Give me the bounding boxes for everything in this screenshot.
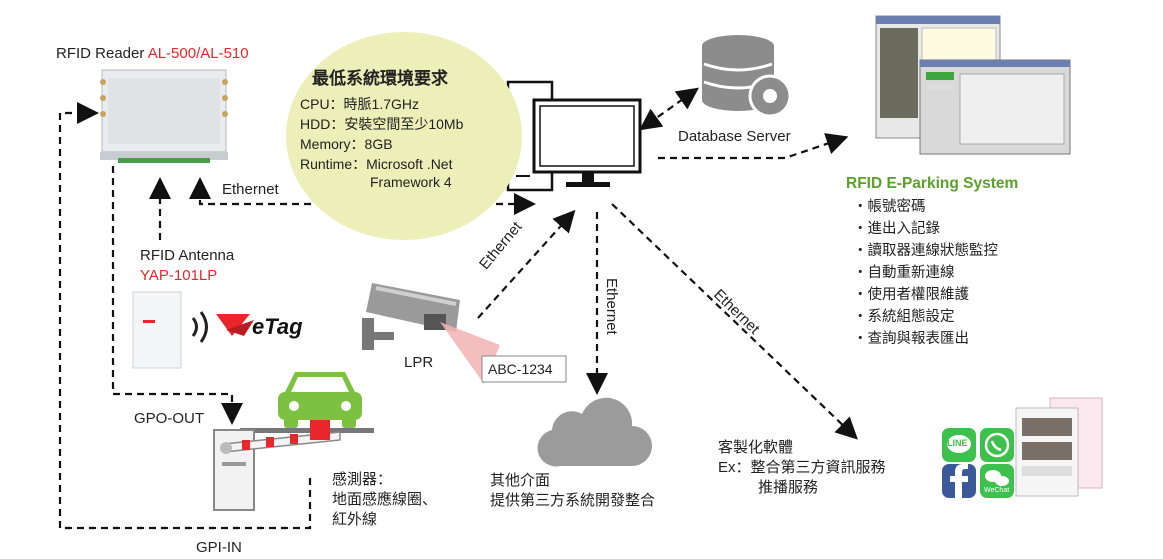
database-server-label: Database Server [678, 128, 791, 145]
wireless-signal-icon [191, 311, 208, 343]
sensor-label-1: 感測器： [332, 471, 393, 488]
gpi-in-label: GPI-IN [196, 539, 242, 556]
database-server-icon [702, 35, 792, 118]
phone-screenshots [1015, 397, 1103, 497]
lpr-ethernet-line [477, 209, 576, 319]
ethernet-reader-label: Ethernet [222, 181, 279, 198]
feature-item: ・讀取器連線狀態監控 [853, 243, 998, 259]
requirement-hdd: HDD：安裝空間至少10Mb [300, 116, 464, 132]
feature-item: ・帳號密碼 [853, 199, 926, 215]
gpi-in-line [58, 102, 312, 530]
etag-logo-icon [216, 314, 254, 336]
sensor-label-2: 地面感應線圈、 [332, 491, 438, 508]
barrier-gate-icon [213, 429, 341, 511]
custom-software-label-3: 推播服務 [758, 479, 819, 496]
pc-parking-line [658, 133, 849, 160]
rfid-reader-device [100, 69, 228, 163]
parking-system-title: RFID E-Parking System [846, 175, 1019, 192]
license-plate [481, 355, 567, 383]
requirements-title: 最低系統環境要求 [312, 69, 448, 88]
feature-item: ・進出入記錄 [853, 221, 940, 237]
requirement-cpu: CPU：時脈1.7GHz [300, 96, 420, 112]
gpo-out-label: GPO-OUT [134, 410, 204, 427]
facebook-app-icon [942, 464, 976, 498]
ethernet-cloud-label: Ethernet [603, 278, 620, 335]
antenna-model: YAP-101LP [140, 267, 218, 284]
road-line [240, 428, 374, 433]
antenna-label: RFID Antenna [140, 247, 235, 264]
requirement-framework: Framework 4 [370, 174, 452, 190]
custom-software-label-2: Ex：整合第三方資訊服務 [718, 459, 886, 476]
feature-item: ・查詢與報表匯出 [853, 331, 969, 347]
custom-ethernet-line [611, 203, 858, 440]
cloud-icon [537, 397, 652, 467]
wechat-app-label: WeChat [984, 487, 1010, 494]
line-app-icon [942, 428, 976, 462]
db-pc-line [639, 87, 699, 131]
license-plate-text: ABC-1234 [488, 361, 553, 377]
requirement-runtime: Runtime：Microsoft .Net [300, 156, 453, 172]
other-interface-label-1: 其他介面 [490, 472, 551, 489]
etag-brand: eTag [252, 314, 303, 339]
sensor-label-3: 紅外線 [332, 511, 378, 528]
server-pc-icon [506, 80, 642, 192]
other-interface-label-2: 提供第三方系統開發整合 [490, 492, 656, 509]
feature-item: ・系統組態設定 [853, 309, 955, 325]
requirements-bubble [286, 32, 522, 240]
custom-software-label-1: 客製化軟體 [718, 439, 794, 456]
reader-label: RFID Reader AL-500/AL-510 [56, 45, 249, 62]
wechat-app-icon [980, 464, 1014, 498]
line-app-label: LINE [947, 438, 968, 448]
parking-feature-list: ・帳號密碼 ・進出入記錄 ・讀取器連線狀態監控 ・自動重新連線 ・使用者權限維護… [853, 196, 998, 350]
feature-item: ・自動重新連線 [853, 265, 955, 281]
parking-software-screens [875, 15, 1071, 155]
lpr-label: LPR [404, 354, 434, 371]
sensor-marker [310, 420, 330, 440]
rfid-antenna-panel [132, 291, 182, 369]
car-icon [278, 372, 362, 428]
gpo-out-line [111, 166, 243, 425]
whatsapp-app-icon [980, 428, 1014, 462]
feature-item: ・使用者權限維護 [853, 287, 969, 303]
requirement-memory: Memory：8GB [300, 136, 393, 152]
